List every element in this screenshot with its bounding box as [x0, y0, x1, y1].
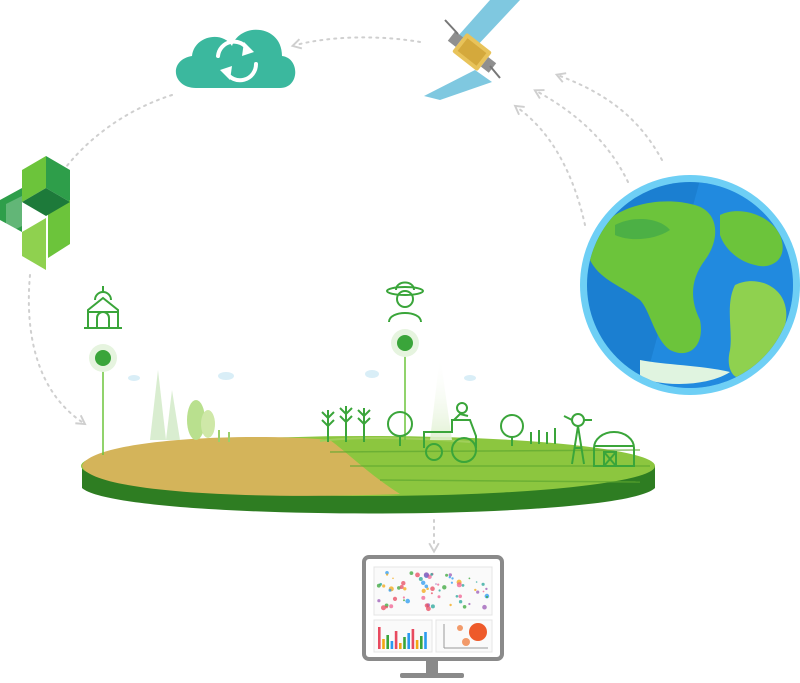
scatter-dot — [456, 582, 462, 588]
scatter-dot — [482, 604, 487, 610]
scatter-dot — [437, 595, 441, 599]
scatter-dot — [392, 577, 394, 580]
globe-icon — [580, 175, 800, 395]
monitor-bar-chart — [378, 627, 427, 649]
scatter-dot — [458, 600, 463, 604]
scatter-dot — [442, 585, 447, 590]
scatter-dot — [382, 584, 386, 588]
arrow-globe-to-satellite-2 — [533, 89, 629, 183]
scatter-dot — [438, 589, 441, 592]
scatter-dot — [385, 606, 388, 609]
mini-bar — [403, 637, 406, 649]
scatter-dot — [451, 577, 454, 580]
mini-bar — [399, 643, 402, 649]
mini-bar — [386, 635, 389, 649]
mini-bar — [415, 640, 419, 649]
scatter-dot — [403, 587, 407, 591]
scatter-dot — [392, 596, 398, 602]
scatter-dot — [418, 577, 423, 581]
scatter-dot — [399, 585, 404, 589]
scatter-dot — [381, 605, 386, 611]
scatter-dot — [455, 595, 459, 598]
scatter-dot — [402, 596, 405, 599]
scatter-dot — [448, 576, 451, 579]
monitor-icon — [362, 555, 504, 678]
scatter-dot — [450, 581, 453, 584]
monitor-scatter-dots — [376, 571, 490, 612]
flow-arrows — [27, 36, 663, 554]
scatter-dot — [421, 595, 426, 600]
barn-icon — [593, 431, 635, 467]
tractor-icon — [423, 402, 477, 463]
scatter-dot — [458, 594, 463, 599]
scatter-dot — [448, 573, 452, 577]
scatter-dot — [430, 592, 433, 595]
scatter-dot — [424, 584, 429, 589]
scatter-dot — [430, 573, 434, 576]
scatter-dot — [485, 595, 489, 599]
scatter-dot — [421, 580, 426, 585]
field-platform — [81, 355, 655, 514]
scatter-dot — [445, 573, 449, 577]
farmer-icon — [386, 281, 424, 323]
arrow-cloud-to-logo — [56, 94, 173, 180]
scatter-dot — [430, 586, 435, 591]
scatter-dot — [461, 584, 465, 587]
mini-bar — [390, 641, 394, 649]
mini-bar — [420, 636, 423, 649]
mini-bar — [382, 639, 385, 649]
arrow-globe-to-satellite-3 — [554, 72, 663, 161]
scatter-dot — [468, 602, 471, 606]
scatter-dot — [424, 603, 429, 608]
mini-bar — [424, 632, 427, 649]
scatter-dot — [476, 590, 480, 594]
scatter-dot — [401, 581, 406, 586]
wheat-icon — [321, 406, 371, 442]
satellite-icon — [424, 0, 520, 100]
scatter-dot — [415, 572, 420, 578]
scatter-dot — [385, 571, 389, 575]
scatter-dot — [449, 603, 452, 607]
cloud-sync-icon — [175, 29, 296, 89]
scatter-dot — [426, 587, 429, 590]
scatter-dot — [403, 599, 405, 602]
logo-icon — [0, 156, 70, 270]
scatter-dot — [475, 581, 478, 583]
mini-bar — [394, 631, 398, 649]
mini-bar — [407, 633, 410, 649]
scatter-dot — [485, 587, 488, 591]
building-icon — [84, 286, 122, 329]
pin-left — [89, 344, 117, 455]
scatter-dot — [468, 577, 471, 580]
scatter-dot — [437, 583, 440, 586]
arrow-globe-to-satellite-1 — [513, 104, 586, 226]
scatter-dot — [388, 588, 392, 592]
scatter-dot — [435, 583, 437, 585]
scatter-dot — [430, 604, 435, 609]
scatter-dot — [474, 588, 477, 592]
arrow-satellite-to-cloud — [290, 36, 421, 50]
scatter-dot — [421, 588, 426, 594]
scatter-dot — [376, 583, 381, 588]
tree-icon — [387, 411, 524, 446]
scatter-dot — [409, 571, 414, 575]
scatter-dot — [405, 598, 411, 604]
scatter-dot — [462, 605, 467, 609]
scatter-dot — [423, 572, 429, 578]
scatter-dot — [481, 582, 485, 586]
small-wheat-row — [530, 428, 556, 444]
scatter-dot — [386, 573, 389, 576]
scatter-dot — [377, 599, 381, 603]
scatter-dot — [482, 590, 485, 593]
mini-bar — [411, 629, 415, 649]
mini-bar — [378, 627, 381, 649]
arrow-logo-to-field — [27, 274, 87, 426]
windmill-icon — [563, 413, 592, 465]
pin-center — [391, 329, 419, 440]
scatter-dot — [389, 604, 394, 609]
